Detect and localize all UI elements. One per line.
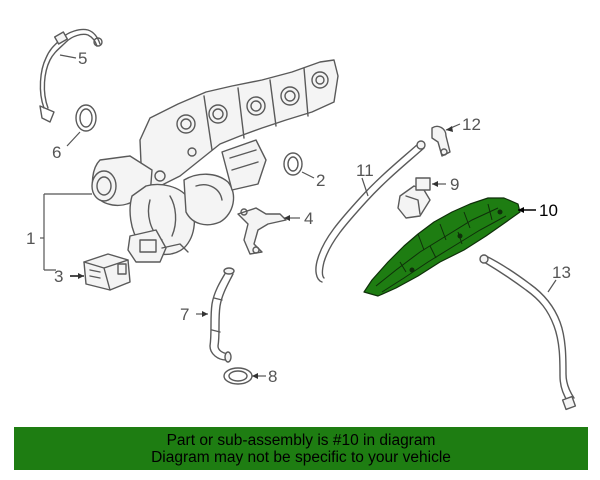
- fitment-notice-banner: Part or sub-assembly is #10 in diagram D…: [14, 427, 588, 470]
- callout-9[interactable]: 9: [450, 175, 459, 194]
- part-7-hose[interactable]: [209, 267, 235, 363]
- part-4-bracket[interactable]: [237, 207, 287, 255]
- part-5-oil-line[interactable]: [39, 28, 103, 123]
- callout-4[interactable]: 4: [304, 209, 313, 228]
- callout-13[interactable]: 13: [552, 263, 571, 282]
- part-12-connector[interactable]: [431, 125, 451, 157]
- callout-10[interactable]: 10: [539, 201, 558, 220]
- callout-5[interactable]: 5: [78, 49, 87, 68]
- part-2-gasket[interactable]: [283, 152, 303, 176]
- part-13-pipe[interactable]: [479, 254, 577, 411]
- banner-line-1: Part or sub-assembly is #10 in diagram: [166, 432, 436, 449]
- part-6-gasket[interactable]: [75, 104, 97, 132]
- part-1-turbocharger-manifold[interactable]: [91, 59, 339, 263]
- callout-1[interactable]: 1: [26, 229, 35, 248]
- part-10-heat-shield[interactable]: [363, 197, 521, 297]
- callout-3[interactable]: 3: [54, 267, 63, 286]
- callout-2[interactable]: 2: [316, 171, 325, 190]
- part-8-gasket[interactable]: [223, 367, 253, 385]
- callout-11[interactable]: 11: [356, 161, 374, 180]
- part-3-actuator[interactable]: [83, 253, 131, 291]
- callout-8[interactable]: 8: [268, 367, 277, 386]
- banner-line-2: Diagram may not be specific to your vehi…: [151, 449, 451, 466]
- part-9-sensor[interactable]: [397, 177, 431, 219]
- callout-6[interactable]: 6: [52, 143, 61, 162]
- callout-7[interactable]: 7: [180, 305, 189, 324]
- part-11-pipe[interactable]: [315, 140, 426, 283]
- callout-12[interactable]: 12: [462, 115, 481, 134]
